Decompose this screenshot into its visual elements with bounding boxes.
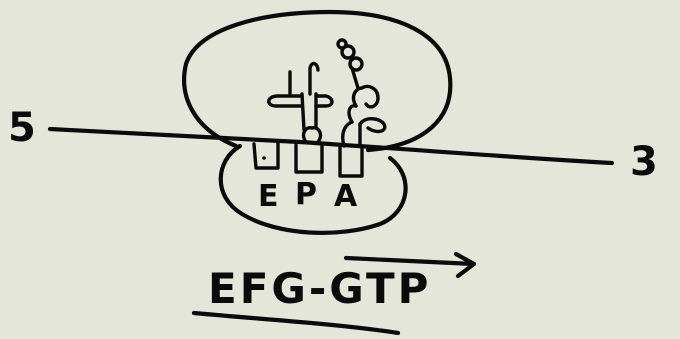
peptide-bead — [336, 38, 348, 50]
label-underline — [191, 310, 401, 336]
mrna-strand — [47, 126, 615, 166]
peptide-bead — [340, 44, 356, 60]
translocation-arrow — [343, 251, 477, 279]
a-site-box — [338, 144, 364, 178]
a-site-label: A — [334, 179, 358, 214]
p-site-trna — [267, 61, 334, 144]
a-site-trna — [336, 38, 387, 148]
factor-label: EFG-GTP — [208, 264, 432, 313]
peptide-bead — [348, 56, 364, 72]
e-site-box — [252, 141, 280, 170]
p-site-box — [294, 143, 324, 174]
p-site-label: P — [295, 177, 317, 212]
five-prime-label: 5 — [8, 105, 36, 151]
three-prime-label: 3 — [630, 139, 658, 185]
small-subunit — [218, 143, 408, 235]
e-site-label: E — [258, 179, 279, 214]
large-subunit — [182, 9, 453, 153]
e-site-dot — [262, 156, 266, 160]
